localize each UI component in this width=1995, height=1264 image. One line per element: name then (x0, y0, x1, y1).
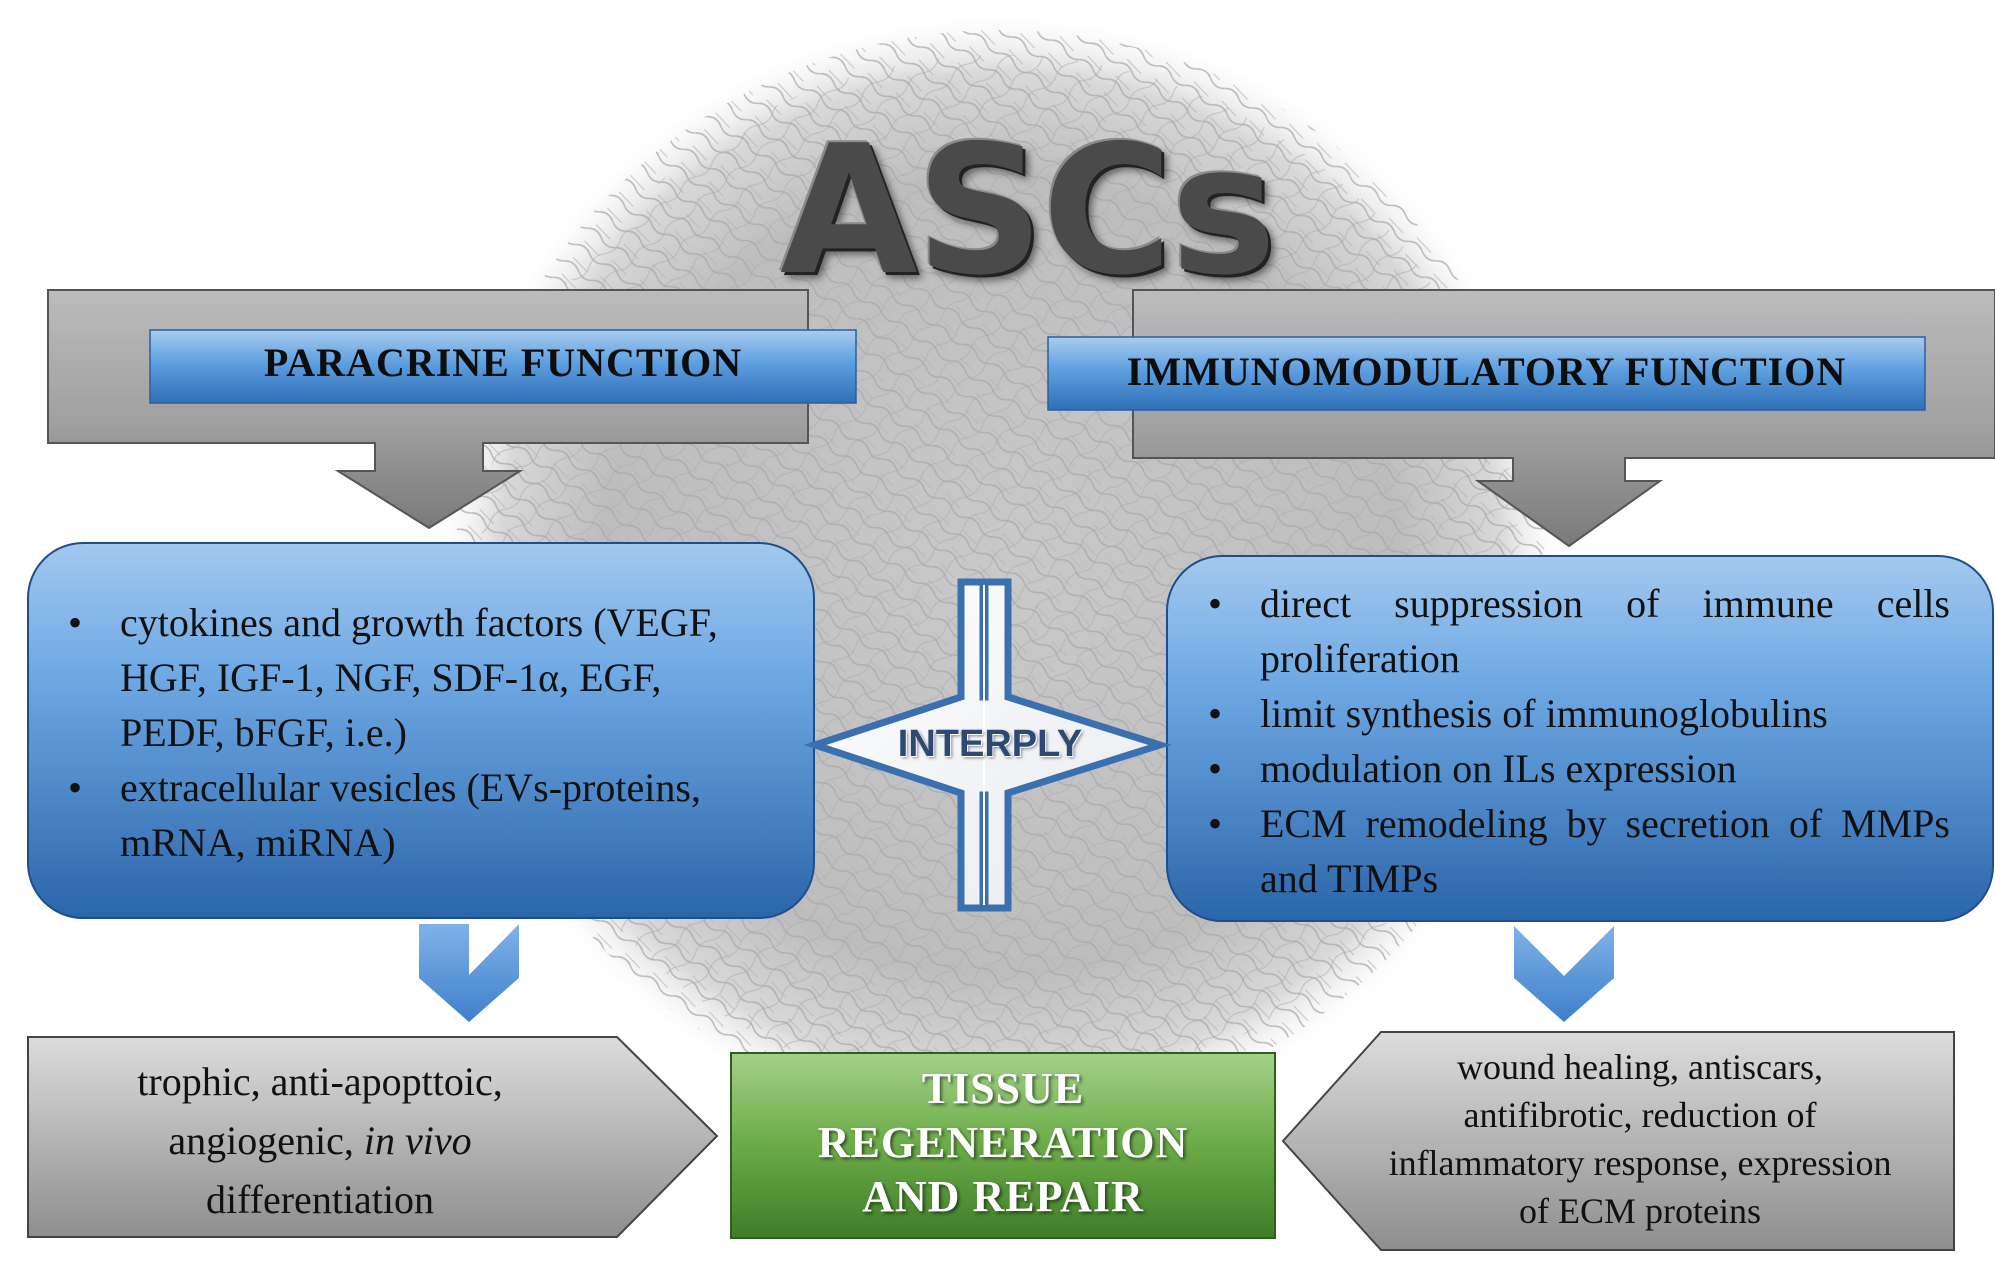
immunomodulatory-bullet-1: direct suppression of immune cells proli… (1200, 576, 1950, 686)
immunomodulatory-outcome-line-2: antifibrotic, reduction of (1463, 1095, 1817, 1135)
tissue-regeneration-box (730, 1052, 1276, 1239)
immunomodulatory-header: IMMUNOMODULATORY FUNCTION (1126, 349, 1847, 394)
tissue-line-2: REGENERATION (817, 1118, 1189, 1167)
immunomodulatory-bullet-2: limit synthesis of immunoglobulins (1200, 686, 1950, 741)
paracrine-outcome-text: trophic, anti-apopttoic, angiogenic, in … (40, 1052, 600, 1229)
paracrine-outcome-line-2: angiogenic, in vivo (40, 1111, 600, 1170)
immunomodulatory-outcome-line-1: wound healing, antiscars, (1457, 1047, 1823, 1087)
interply-diamond-gap (983, 585, 985, 905)
paracrine-outcome-shape (27, 1036, 719, 1238)
paracrine-chevron-shape (419, 926, 519, 1022)
paracrine-outcome-in-vivo: in vivo (363, 1118, 472, 1163)
paracrine-header-bar (149, 329, 857, 404)
paracrine-header: PARACRINE FUNCTION (263, 340, 743, 385)
paracrine-bullet-2: extracellular vesicles (EVs-proteins, mR… (60, 760, 740, 870)
asc-title: ASCs (780, 107, 1277, 314)
interply-diamond-shape (803, 578, 1172, 912)
immunomodulatory-outcome-text: wound healing, antiscars, antifibrotic, … (1340, 1043, 1940, 1235)
paracrine-outcome-line-3: differentiation (205, 1177, 435, 1222)
paracrine-bullets: cytokines and growth factors (VEGF, HGF,… (60, 595, 740, 870)
paracrine-bullet-1: cytokines and growth factors (VEGF, HGF,… (60, 595, 740, 760)
paracrine-outcome-line-1: trophic, anti-apopttoic, (137, 1059, 503, 1104)
tissue-line-3: AND REPAIR (862, 1172, 1144, 1221)
immunomodulatory-bullet-4: ECM remodeling by secretion of MMPs and … (1200, 796, 1950, 906)
immunomodulatory-bullet-3: modulation on ILs expression (1200, 741, 1950, 796)
paracrine-outcome-line-2a: angiogenic, (168, 1118, 354, 1163)
tissue-regeneration-text: TISSUE REGENERATION AND REPAIR (731, 1062, 1275, 1224)
immunomodulatory-header-bar (1047, 336, 1926, 411)
immunomodulatory-outcome-line-3: inflammatory response, expression (1388, 1143, 1892, 1183)
interply-label: INTERPLY (897, 723, 1083, 765)
immunomodulatory-chevron-shape (1514, 926, 1614, 1022)
immunomodulatory-outcome-shape (1281, 1031, 1955, 1251)
tissue-line-1: TISSUE (921, 1064, 1085, 1113)
immunomodulatory-outcome-line-4: of ECM proteins (1519, 1191, 1761, 1231)
immunomodulatory-bullets: direct suppression of immune cells proli… (1200, 576, 1950, 906)
